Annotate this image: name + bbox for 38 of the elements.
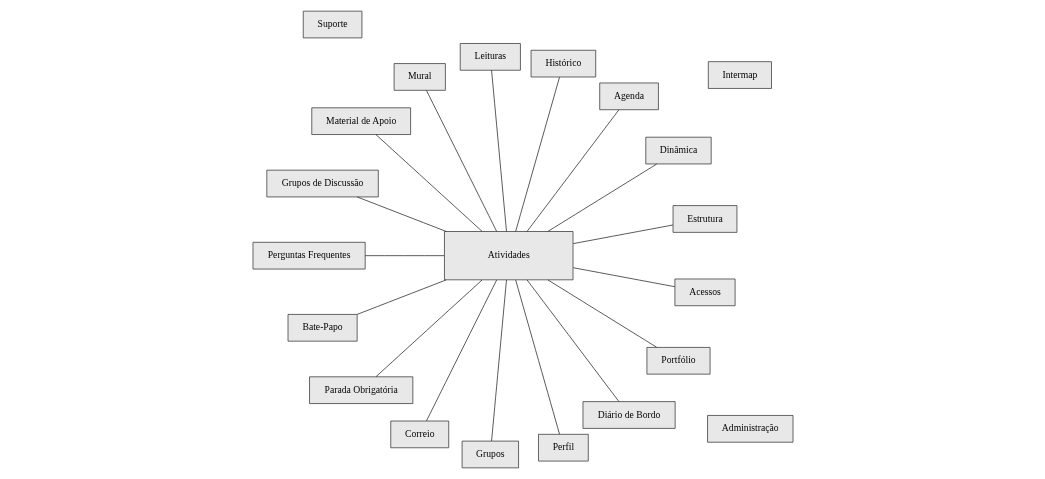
- connector: [425, 279, 497, 422]
- connector: [514, 279, 560, 435]
- node-box: Acessos: [674, 278, 735, 307]
- connector: [547, 279, 657, 348]
- connector: [375, 134, 482, 232]
- connector: [547, 163, 657, 232]
- node-box: Atividades: [443, 231, 573, 281]
- connector: [375, 279, 482, 378]
- node-box: Grupos de Discussão: [265, 169, 379, 198]
- node-box: Intermap: [707, 61, 772, 89]
- connector: [356, 196, 447, 232]
- connector: [526, 109, 619, 232]
- node-box: Parada Obrigatória: [308, 376, 413, 404]
- node-box: Leituras: [459, 43, 521, 71]
- connector: [572, 224, 673, 244]
- node-box: Portfólio: [646, 347, 710, 375]
- node-box: Grupos: [461, 440, 519, 469]
- node-box: Dinâmica: [644, 136, 712, 165]
- node-box: Correio: [389, 420, 449, 449]
- connector: [425, 90, 497, 232]
- node-box: Perguntas Frequentes: [252, 241, 366, 270]
- connector: [490, 69, 507, 232]
- connector: [490, 279, 507, 442]
- node-box: Administração: [706, 415, 793, 443]
- connector: [526, 279, 619, 402]
- node-box: Suporte: [302, 10, 362, 39]
- connector: [514, 76, 560, 232]
- connector: [356, 279, 447, 315]
- node-box: Agenda: [598, 82, 659, 111]
- node-box: Estrutura: [672, 205, 737, 233]
- node-box: Diário de Bordo: [582, 401, 675, 429]
- node-box: Mural: [393, 63, 446, 91]
- node-box: Bate-Papo: [287, 314, 357, 342]
- connector: [364, 255, 445, 257]
- node-box: Histórico: [530, 49, 596, 78]
- node-box: Material de Apoio: [310, 107, 411, 135]
- connector: [572, 267, 675, 288]
- node-box: Perfil: [537, 433, 589, 462]
